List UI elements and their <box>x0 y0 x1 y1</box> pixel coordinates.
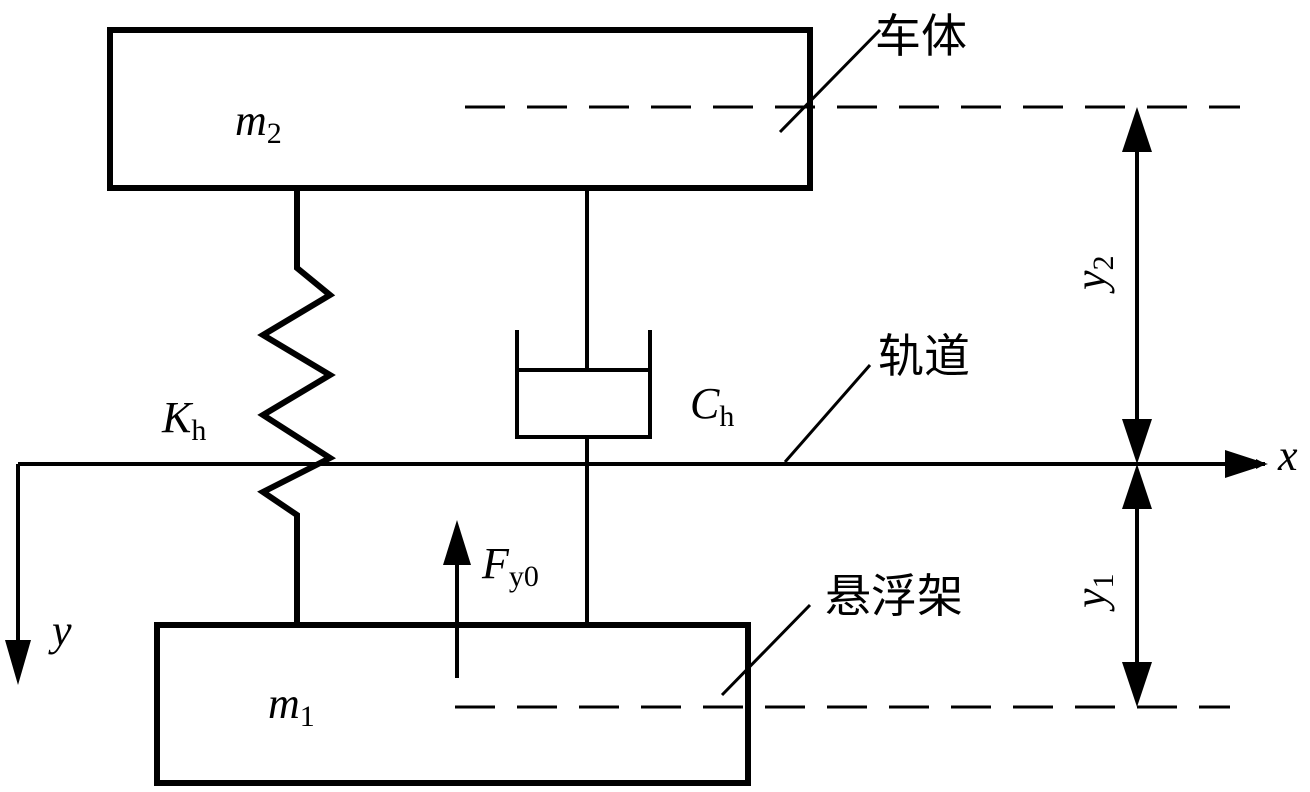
frame-mass-box <box>154 622 751 786</box>
y1-bottom-arrowhead <box>1122 662 1152 707</box>
track-label: 轨道 <box>878 329 970 383</box>
y1-label: y1 <box>1066 573 1120 612</box>
y-axis-arrowhead <box>5 640 31 685</box>
m2-label: m2 <box>235 96 282 150</box>
levitation-frame-label: 悬浮架 <box>825 569 963 623</box>
car-body-label: 车体 <box>875 9 967 63</box>
spring <box>257 190 337 625</box>
kh-label: Kh <box>161 393 206 447</box>
damper <box>515 190 652 625</box>
y2-bottom-arrowhead <box>1122 419 1152 464</box>
track-leader-line <box>783 364 872 463</box>
m1-label: m1 <box>268 679 315 733</box>
y1-top-arrowhead <box>1122 464 1152 509</box>
ch-label: Ch <box>690 379 734 433</box>
fy0-label: Fy0 <box>481 539 539 593</box>
x-axis-label: x <box>1277 431 1298 480</box>
y2-top-arrowhead <box>1122 107 1152 152</box>
x-axis-arrowhead <box>1225 450 1268 478</box>
frame-leader-line <box>720 603 812 697</box>
y-axis-label: y <box>48 606 72 655</box>
car-body-leader-line <box>778 28 882 134</box>
force-arrowhead <box>443 520 471 565</box>
car-body-mass-box <box>107 27 813 191</box>
y2-label: y2 <box>1066 255 1120 294</box>
